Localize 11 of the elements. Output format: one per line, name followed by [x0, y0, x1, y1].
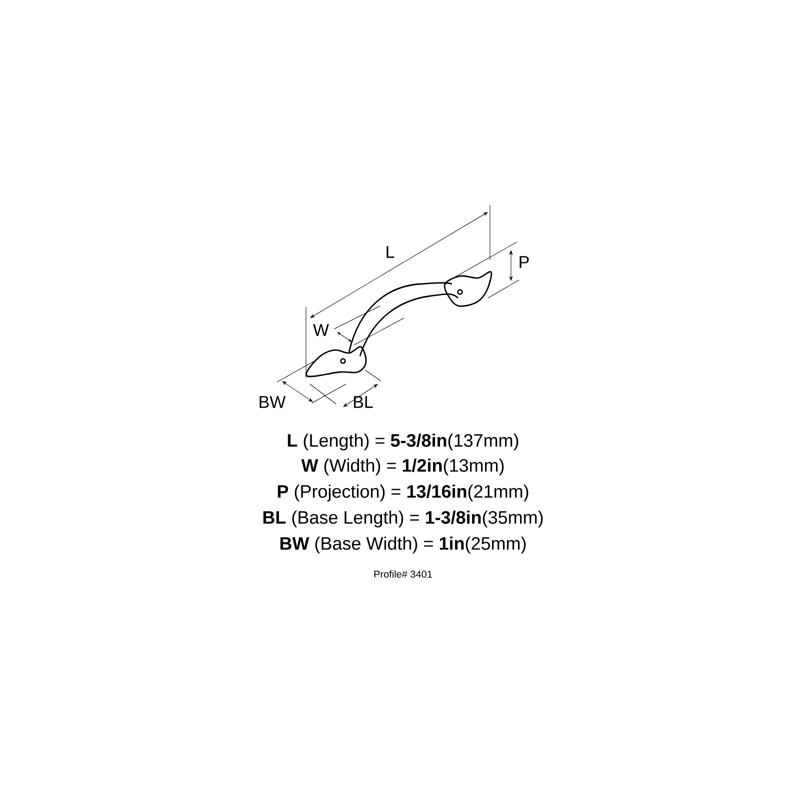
dimension-label: BL	[354, 396, 373, 408]
spec-line: P (Projection) = 13/16in(21mm)	[278, 484, 528, 502]
profile-number: Profile# 3401	[374, 570, 432, 578]
spec-line: L (Length) = 5-3/8in(137mm)	[288, 434, 518, 450]
dimension-label: P	[520, 256, 529, 268]
spec-line: W (Width) = 1/2in(13mm)	[301, 458, 504, 476]
dimension-label: BW	[260, 396, 286, 408]
dimension-label: W	[313, 324, 329, 336]
spec-line: BW (Base Width) = 1in(25mm)	[280, 536, 526, 554]
spec-line: BL (Base Length) = 1-3/8in(35mm)	[263, 510, 543, 528]
dimension-label: L	[386, 246, 394, 258]
